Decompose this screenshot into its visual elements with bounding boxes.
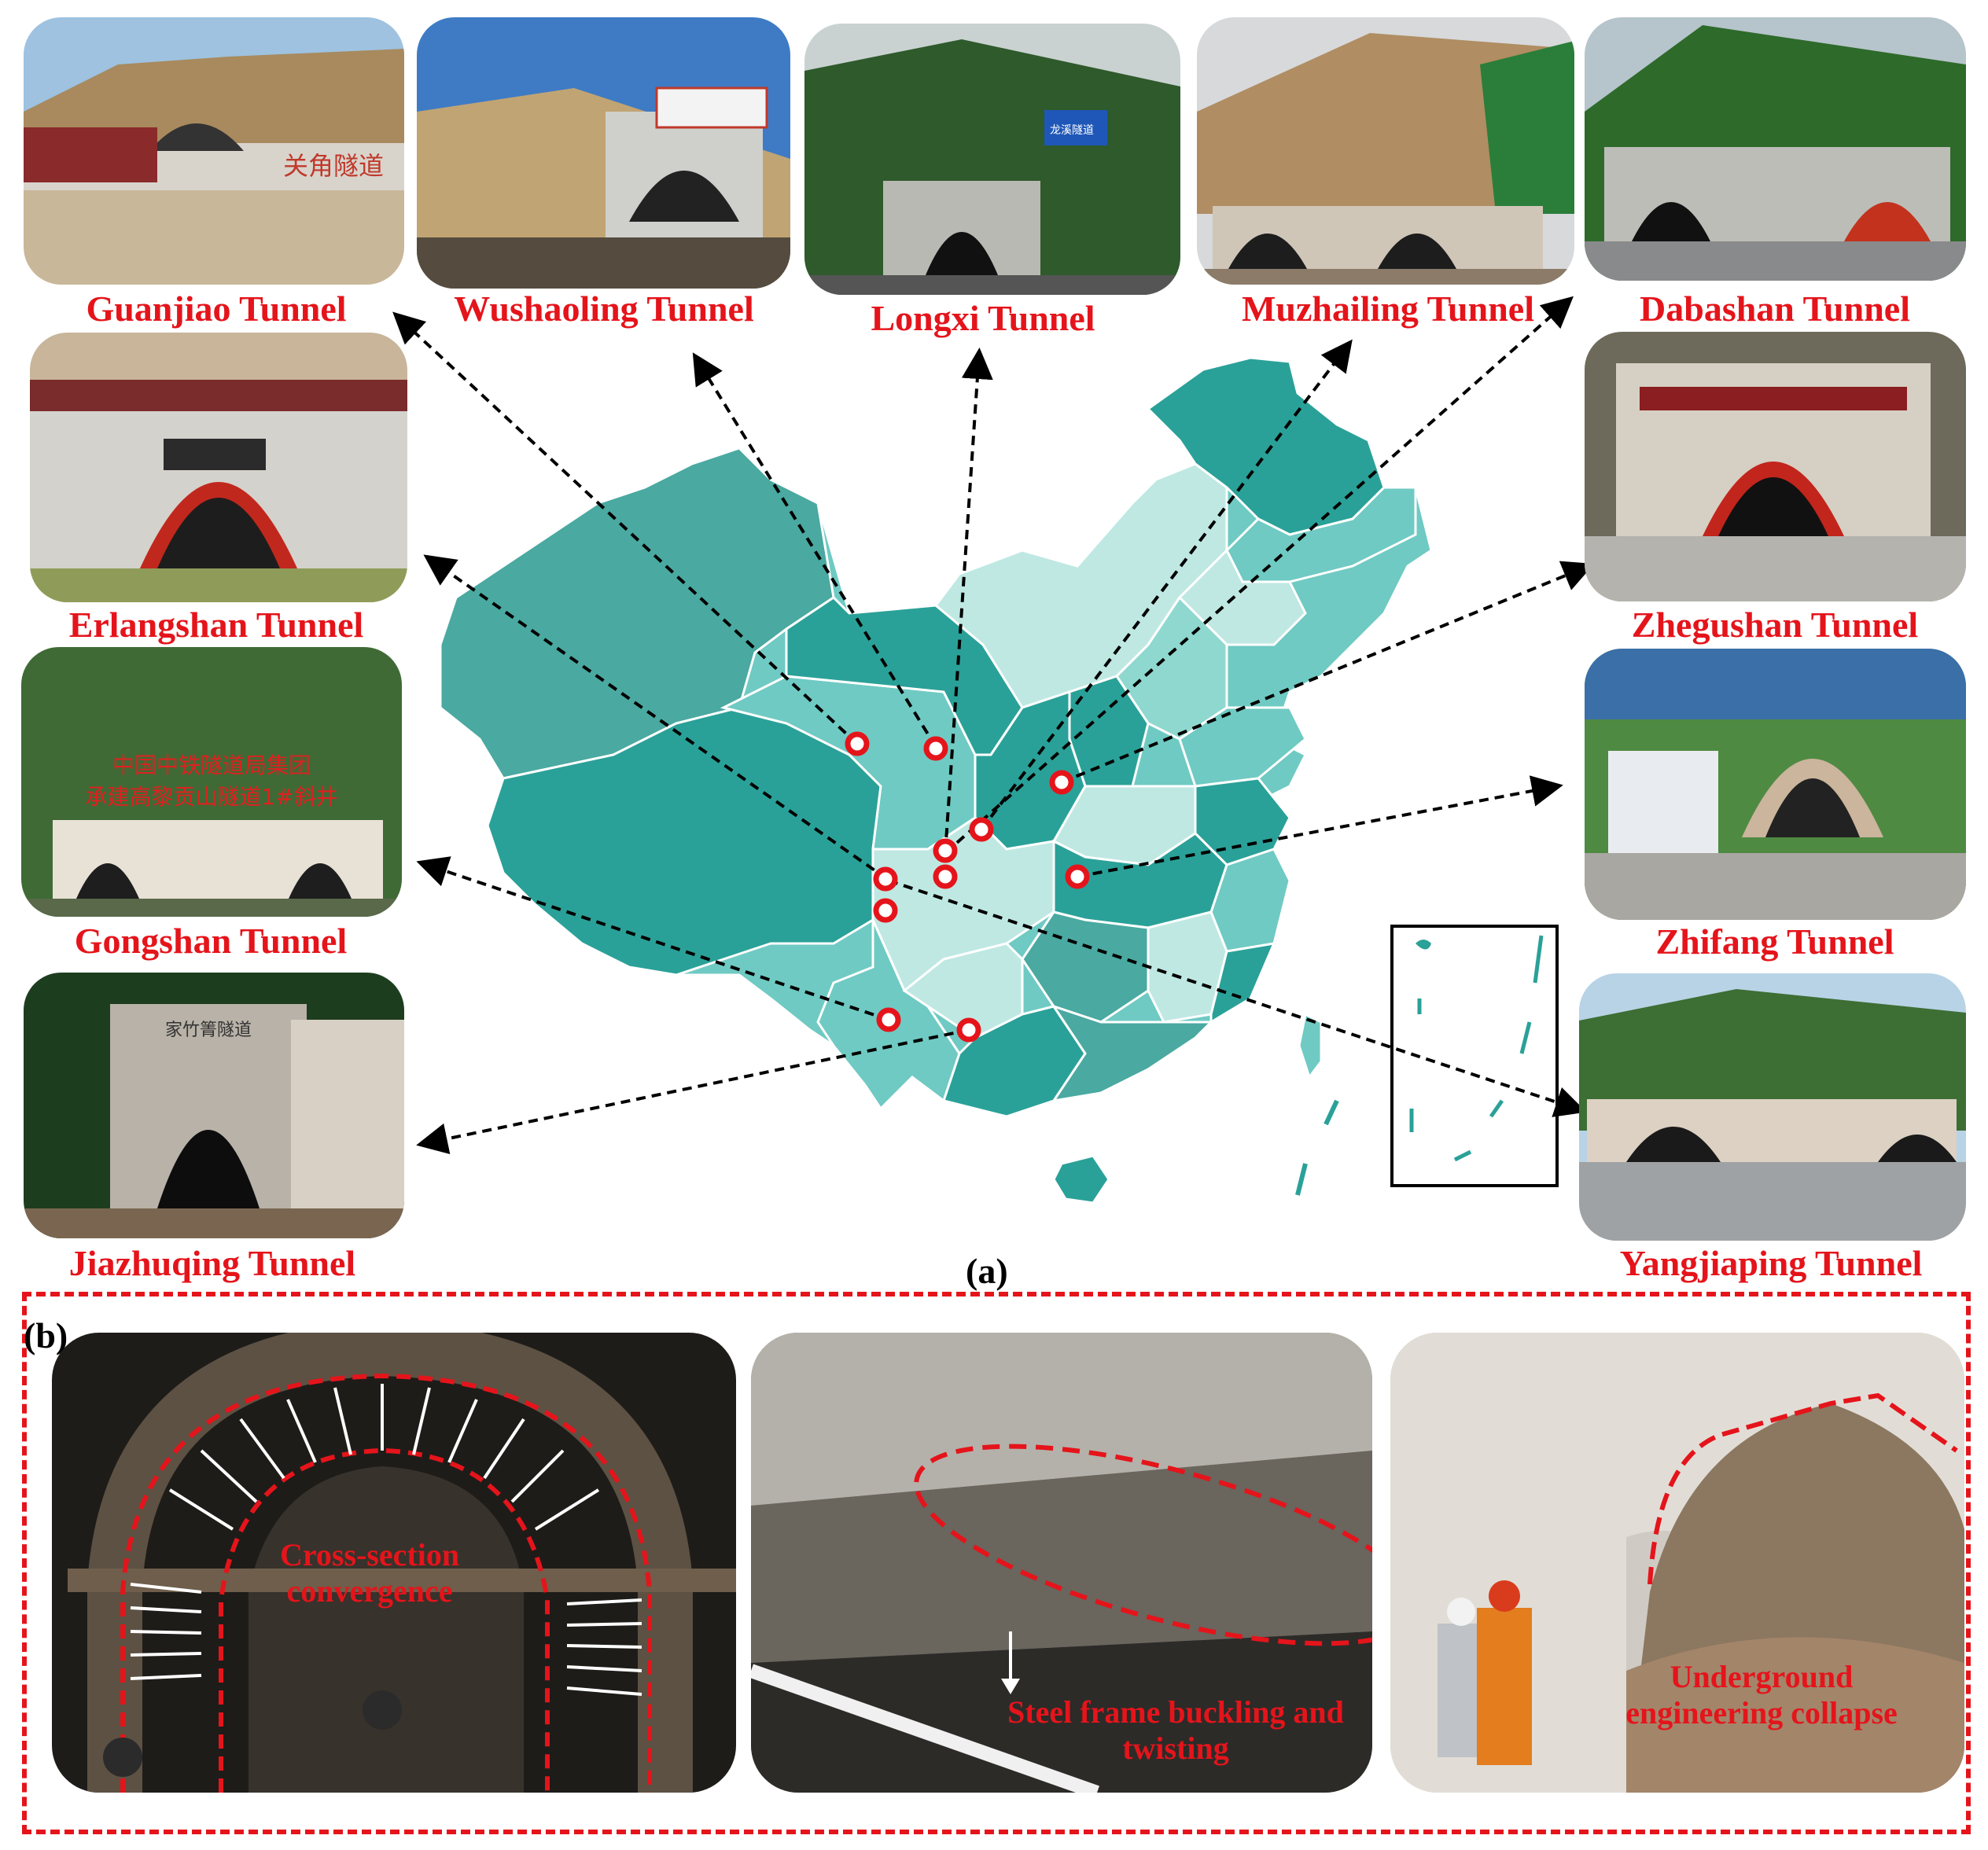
- leader-wushaoling: [692, 352, 937, 748]
- caption-wushaoling-tunnel: Wushaoling Tunnel: [454, 289, 754, 329]
- marker-zhegushan: [933, 864, 958, 889]
- marker-jiazhuqing: [956, 1017, 981, 1043]
- sign-guanjiao: 关角隧道: [283, 151, 384, 181]
- caption-jiazhuqing-tunnel: Jiazhuqing Tunnel: [68, 1243, 356, 1283]
- region-guizhou: [902, 942, 1024, 1039]
- leader-lines: [392, 296, 1595, 1155]
- leader-yangjiaping: [888, 879, 1587, 1117]
- panel-label-b: (b): [24, 1315, 68, 1355]
- photo-dabashan-tunnel: [1585, 17, 1966, 281]
- region-guangdong: [1051, 1004, 1214, 1103]
- sign-gongshan-2: 承建高黎贡山隧道1#斜井: [85, 784, 337, 810]
- photo-steel-frame-buckling: [751, 1333, 1372, 1793]
- south-china-sea-inset: [1390, 925, 1559, 1187]
- leader-zhifang: [1077, 775, 1563, 878]
- caption-dabashan-tunnel: Dabashan Tunnel: [1640, 289, 1910, 329]
- marker-gongshan: [876, 1007, 901, 1032]
- tunnel-markers: [845, 731, 1090, 1043]
- photo-cross-section-convergence: [52, 1333, 736, 1793]
- caption-zhifang-tunnel: Zhifang Tunnel: [1655, 921, 1894, 962]
- photo-guanjiao-tunnel: 关角隧道: [24, 17, 404, 285]
- region-hainan: [1052, 1154, 1110, 1205]
- region-liaoning: [1177, 548, 1307, 646]
- leader-muzhailing: [980, 339, 1353, 831]
- marker-longxi: [969, 817, 994, 842]
- leader-jiazhuqing: [416, 1028, 970, 1155]
- marker-dabashan: [933, 838, 958, 863]
- photo-zhegushan-tunnel: [1585, 332, 1966, 601]
- panel-label-a: (a): [966, 1251, 1008, 1291]
- leader-dabashan: [944, 296, 1574, 855]
- marker-wushaoling: [923, 736, 948, 761]
- china-map: [392, 296, 1595, 1205]
- panel-b-failure-modes: [22, 1292, 1971, 1834]
- caption-guanjiao-tunnel: Guanjiao Tunnel: [86, 289, 347, 329]
- leader-guanjiao: [392, 311, 859, 745]
- photo-jiazhuqing-tunnel: 家竹箐隧道: [24, 973, 404, 1238]
- photo-muzhailing-tunnel: [1197, 17, 1574, 285]
- photo-erlangshan-tunnel: [30, 333, 407, 602]
- photo-underground-collapse: [1390, 1333, 1964, 1793]
- sign-jiazhuqing: 家竹箐隧道: [165, 1021, 252, 1040]
- photo-zhifang-tunnel: [1585, 649, 1966, 920]
- marker-guanjiao: [845, 731, 870, 756]
- marker-muzhailing: [1049, 770, 1074, 795]
- sign-gongshan-1: 中国中铁隧道局集团: [112, 752, 311, 778]
- caption-yangjiaping-tunnel: Yangjiaping Tunnel: [1619, 1243, 1923, 1283]
- leader-gongshan: [416, 856, 889, 1021]
- region-hebei: [1115, 595, 1228, 741]
- caption-gongshan-tunnel: Gongshan Tunnel: [74, 921, 348, 961]
- leader-zhegushan: [1061, 561, 1595, 784]
- region-fujian: [1209, 942, 1276, 1024]
- caption-muzhailing-tunnel: Muzhailing Tunnel: [1242, 289, 1534, 329]
- photo-wushaoling-tunnel: [417, 17, 790, 289]
- photo-yangjiaping-tunnel: [1579, 973, 1966, 1241]
- label-cross-section-convergence: Cross-section convergence: [279, 1537, 460, 1609]
- label-steel-frame-buckling: Steel frame buckling and twisting: [1007, 1694, 1344, 1766]
- marker-zhifang: [1065, 864, 1090, 889]
- marker-yangjiaping: [873, 898, 898, 923]
- caption-erlangshan-tunnel: Erlangshan Tunnel: [68, 605, 364, 645]
- leader-longxi: [944, 348, 993, 854]
- region-heilongjiang: [1146, 356, 1386, 536]
- sign-longxi: 龙溪隧道: [1050, 124, 1094, 137]
- caption-zhegushan-tunnel: Zhegushan Tunnel: [1631, 605, 1919, 645]
- caption-longxi-tunnel: Longxi Tunnel: [871, 298, 1095, 338]
- marker-erlangshan: [873, 866, 898, 892]
- region-taiwan: [1298, 1012, 1323, 1080]
- label-underground-collapse: Underground engineering collapse: [1625, 1659, 1898, 1730]
- region-hunan: [1021, 910, 1150, 1024]
- photo-gongshan-tunnel: 中国中铁隧道局集团 承建高黎贡山隧道1#斜井: [21, 647, 402, 917]
- photo-longxi-tunnel: 龙溪隧道: [804, 24, 1180, 295]
